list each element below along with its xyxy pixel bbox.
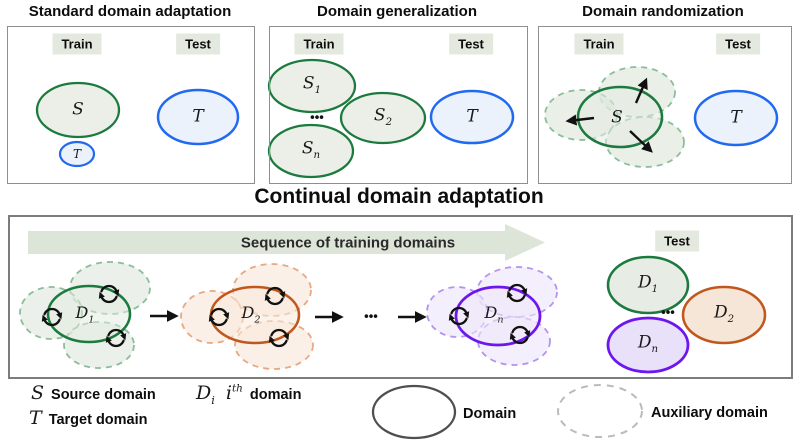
legend-auxiliary-label: Auxiliary domain <box>651 405 768 421</box>
legend-target-domain: T Target domain <box>29 407 148 429</box>
label-T-test-p3: T <box>730 107 742 128</box>
source-randomized-ellipse <box>576 85 664 149</box>
target-domain-small-ellipse <box>58 140 96 168</box>
panel-title-standard-da: Standard domain adaptation <box>28 3 232 20</box>
target-domain-test-ellipse <box>156 88 240 146</box>
sequence-arrow-head <box>505 224 545 261</box>
random-arrow-left-icon <box>565 114 595 126</box>
label-Sn: Sn <box>301 138 321 162</box>
ellipsis-dots-sequence: ••• <box>364 308 378 324</box>
label-S1: S1 <box>302 73 322 97</box>
label-Dn-cluster: Dn <box>484 303 504 326</box>
ellipsis-dots-test: ••• <box>661 304 675 320</box>
legend-s-text: Source domain <box>51 387 156 403</box>
legend-t-symbol: T <box>29 407 42 429</box>
ellipsis-dots-p2: ••• <box>310 109 324 125</box>
legend-s-symbol: S <box>31 382 45 404</box>
legend-domain-label: Domain <box>463 406 517 422</box>
legend-ith-symbol: ith <box>225 382 243 404</box>
legend-ith-text: domain <box>249 387 302 403</box>
d1-domain-ellipse <box>46 284 132 344</box>
legend-source-domain: S Source domain <box>31 382 156 404</box>
legend-domain-ellipse <box>371 384 457 440</box>
continual-da-panel <box>8 215 793 379</box>
source-domain-ellipse <box>35 81 121 139</box>
label-S-random: S <box>611 107 623 128</box>
label-T-test-p1: T <box>192 106 204 127</box>
target-domain-test-ellipse-3 <box>693 89 779 147</box>
label-S2: S2 <box>373 105 393 129</box>
test-dn-ellipse <box>606 316 690 374</box>
target-domain-test-ellipse-2 <box>429 89 515 145</box>
random-arrow-down-icon <box>629 130 653 153</box>
test-d1-ellipse <box>606 255 690 315</box>
train-badge-p1: Train <box>52 33 102 55</box>
train-badge-p2: Train <box>294 33 344 55</box>
continual-da-title: Continual domain adaptation <box>254 185 544 208</box>
label-D2-cluster: D2 <box>241 303 261 326</box>
test-badge-p2: Test <box>449 33 493 55</box>
sequence-band-label: Sequence of training domains <box>240 234 456 252</box>
test-badge-p3: Test <box>716 33 760 55</box>
legend-t-text: Target domain <box>48 412 148 428</box>
test-badge-continual: Test <box>655 230 699 252</box>
sequence-arrow-band <box>28 231 505 254</box>
standard-da-panel <box>7 26 255 184</box>
domain-randomization-panel <box>538 26 792 184</box>
label-Dn-test: Dn <box>637 332 659 356</box>
legend-auxiliary-ellipse <box>557 384 643 438</box>
legend-ith-domain: Di ith domain <box>196 382 301 407</box>
label-D1-test: D1 <box>637 272 659 296</box>
domain-generalization-panel <box>269 26 528 184</box>
label-S: S <box>72 99 84 120</box>
legend-di-symbol: Di <box>196 382 215 407</box>
label-D1-cluster: D1 <box>75 303 95 326</box>
panel-title-domain-generalization: Domain generalization <box>316 3 478 20</box>
label-T-test-p2: T <box>466 106 478 127</box>
panel-title-domain-randomization: Domain randomization <box>582 3 744 20</box>
label-T-small: T <box>72 147 82 161</box>
train-badge-p3: Train <box>574 33 624 55</box>
source2-ellipse <box>339 91 427 145</box>
random-arrow-up-icon <box>634 77 648 104</box>
test-badge-p1: Test <box>176 33 220 55</box>
test-d2-ellipse <box>681 285 767 345</box>
label-D2-test: D2 <box>713 302 735 326</box>
